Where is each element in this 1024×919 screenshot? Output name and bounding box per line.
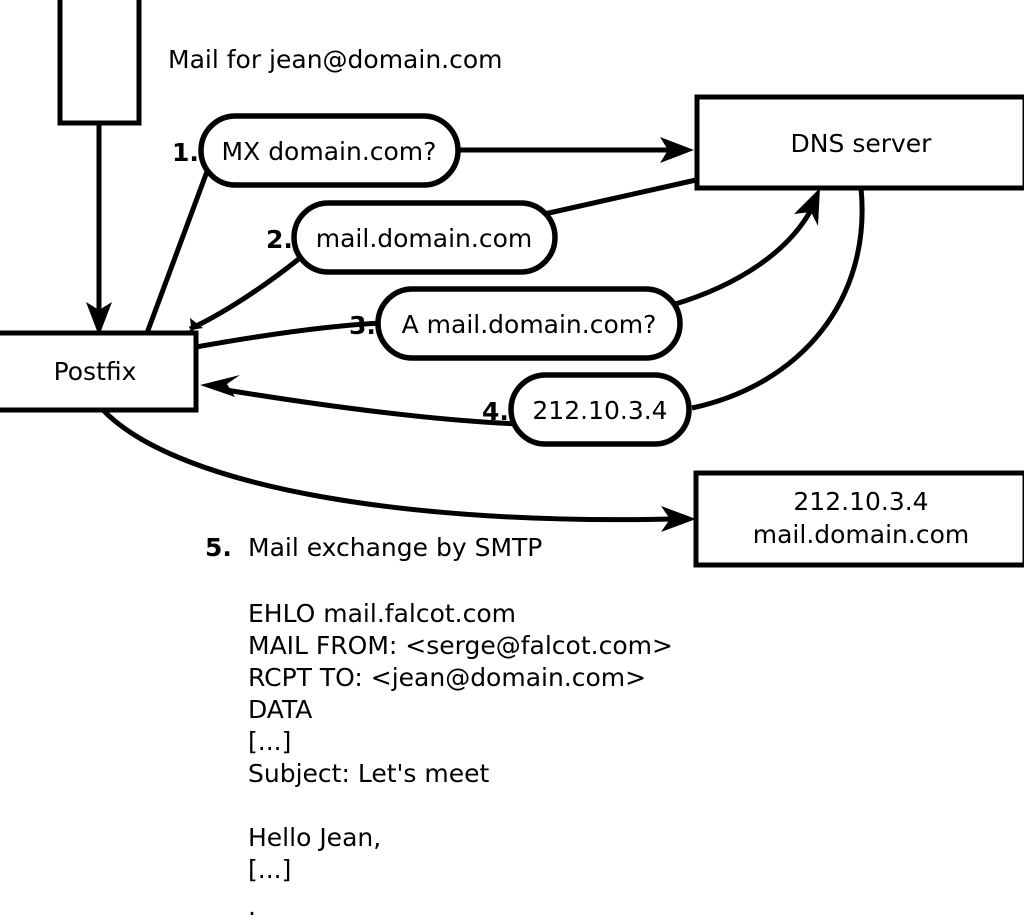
- node-mail-client: [57, 0, 142, 126]
- smtp-transcript: EHLO mail.falcot.com MAIL FROM: <serge@f…: [248, 599, 673, 919]
- step-5-number: 5.: [205, 533, 232, 562]
- step-4-message: 212.10.3.4: [532, 396, 667, 425]
- connector-step3-pill-to-dns: [671, 188, 820, 308]
- connector-step1-pill-to-dns: [458, 137, 694, 163]
- step-2-number: 2.: [266, 225, 293, 254]
- smtp-line-3: DATA: [248, 695, 312, 724]
- node-postfix-label: Postfix: [54, 357, 137, 386]
- smtp-line-0: EHLO mail.falcot.com: [248, 599, 516, 628]
- step-3-message: A mail.domain.com?: [402, 310, 657, 339]
- arrowhead-step4-to-postfix: [200, 375, 240, 397]
- arrowhead-client-to-postfix: [86, 302, 112, 336]
- diagram-caption: Mail for jean@domain.com: [168, 45, 503, 74]
- smtp-line-9: .: [248, 892, 256, 919]
- connector-step2-pill-to-postfix: [167, 256, 302, 334]
- smtp-line-8: [...]: [248, 855, 291, 884]
- step-3-number: 3.: [349, 311, 376, 340]
- connector-step4-pill-to-postfix: [200, 375, 520, 427]
- node-mail-host: [693, 470, 1024, 568]
- node-postfix: [0, 330, 199, 413]
- smtp-line-4: [...]: [248, 727, 291, 756]
- arrowhead-step2-to-postfix: [167, 318, 203, 334]
- step-2-pill: [291, 200, 558, 275]
- connector-step1-postfix-to-pill: [144, 149, 218, 334]
- step-5-message: Mail exchange by SMTP: [248, 533, 542, 562]
- step-2-message: mail.domain.com: [316, 224, 532, 253]
- step-1-pill: [198, 113, 461, 188]
- node-mail-host-hostname: mail.domain.com: [753, 520, 969, 549]
- step-3-pill: [375, 286, 683, 361]
- node-dns-server-label: DNS server: [791, 129, 933, 158]
- node-dns-server: [694, 94, 1024, 191]
- step-4-number: 4.: [482, 397, 509, 426]
- node-mail-host-ip: 212.10.3.4: [793, 487, 928, 516]
- connector-step3-postfix-to-pill: [195, 320, 383, 350]
- connector-step2-dns-to-pill: [539, 177, 697, 218]
- arrowhead-step3-to-dns: [794, 188, 820, 226]
- smtp-line-7: Hello Jean,: [248, 823, 381, 852]
- smtp-line-2: RCPT TO: <jean@domain.com>: [248, 663, 646, 692]
- step-1-number: 1.: [172, 138, 199, 167]
- connector-step4-dns-to-pill: [691, 187, 865, 411]
- step-1-message: MX domain.com?: [222, 137, 437, 166]
- step-4-pill: [508, 372, 692, 447]
- arrowhead-step5-to-mailhost: [661, 506, 696, 532]
- arrowhead-step1-to-dns: [660, 137, 694, 163]
- smtp-line-1: MAIL FROM: <serge@falcot.com>: [248, 631, 673, 660]
- connector-client-to-postfix: [86, 123, 112, 336]
- smtp-line-5: Subject: Let's meet: [248, 759, 489, 788]
- connector-step5-postfix-to-mailhost: [101, 408, 696, 532]
